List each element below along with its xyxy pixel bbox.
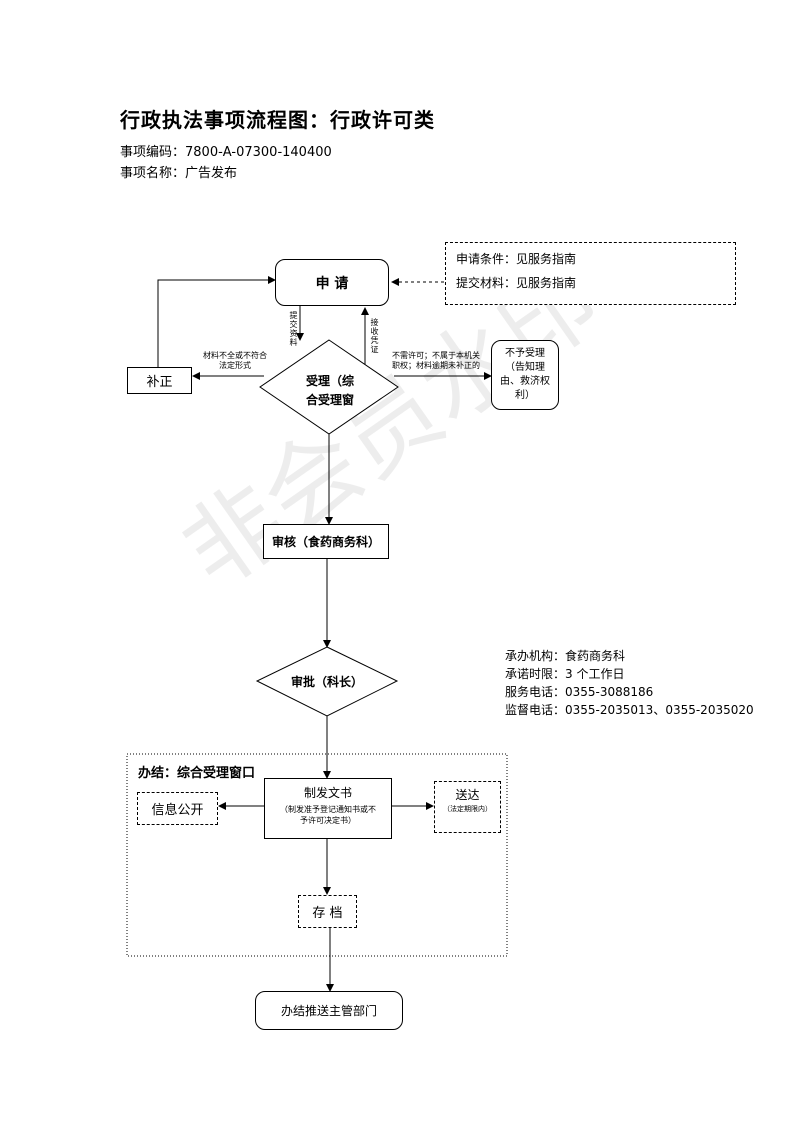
reject-note-line-2: 职权；材料逾期未补正的 bbox=[392, 361, 480, 370]
reject-note: 不需许可；不属于本机关 职权；材料逾期未补正的 bbox=[392, 351, 480, 371]
publicity-box: 信息公开 bbox=[137, 792, 218, 825]
finish-area-title: 办结：综合受理窗口 bbox=[138, 766, 256, 781]
supplement-note-line-2: 法定形式 bbox=[219, 361, 251, 370]
deliver-box: 送达 （法定期限内） bbox=[434, 781, 501, 833]
info-service-phone: 服务电话：0355-3088186 bbox=[505, 685, 654, 699]
conditions-line-1: 申请条件：见服务指南 bbox=[456, 252, 577, 266]
item-name-value: 广告发布 bbox=[185, 166, 238, 181]
archive-box: 存 档 bbox=[298, 895, 357, 928]
finish-area-border bbox=[126, 753, 508, 957]
reject-box: 不予受理（告知理由、救济权利） bbox=[491, 340, 559, 410]
apply-box: 申 请 bbox=[275, 259, 389, 306]
receive-voucher-label: 接收凭证 bbox=[370, 318, 379, 354]
conditions-line-2: 提交材料：见服务指南 bbox=[456, 276, 577, 290]
info-supervise-phone: 监督电话：0355-2035013、0355-2035020 bbox=[505, 703, 754, 717]
reject-note-line-1: 不需许可；不属于本机关 bbox=[392, 351, 480, 360]
page-title: 行政执法事项流程图：行政许可类 bbox=[120, 108, 435, 132]
supplement-note: 材料不全或不符合 法定形式 bbox=[198, 351, 272, 371]
approve-label: 审批（科长） bbox=[290, 675, 363, 689]
arrow-resubmit bbox=[157, 276, 276, 367]
info-org: 承办机构：食药商务科 bbox=[505, 649, 626, 663]
supplement-box: 补正 bbox=[127, 367, 192, 394]
accept-label: 受理（综 合受理窗 bbox=[285, 372, 375, 410]
deliver-title: 送达 bbox=[455, 788, 480, 802]
item-name-label: 事项名称： bbox=[120, 166, 186, 181]
item-code-value: 7800-A-07300-140400 bbox=[185, 145, 332, 160]
item-code-label: 事项编码： bbox=[120, 145, 186, 160]
push-box: 办结推送主管部门 bbox=[255, 991, 403, 1030]
issue-box: 制发文书 （制发准予登记通知书或不予许可决定书） bbox=[264, 778, 392, 839]
conditions-box: 申请条件：见服务指南 提交材料：见服务指南 bbox=[445, 242, 736, 305]
item-name: 事项名称：广告发布 bbox=[120, 162, 237, 181]
deliver-note: （法定期限内） bbox=[443, 805, 492, 813]
info-time-limit: 承诺时限：3 个工作日 bbox=[505, 667, 625, 681]
item-code: 事项编码：7800-A-07300-140400 bbox=[120, 141, 332, 160]
accept-label-line-1: 受理（综 bbox=[305, 374, 354, 388]
accept-label-line-2: 合受理窗 bbox=[305, 393, 354, 407]
supplement-note-line-1: 材料不全或不符合 bbox=[203, 351, 267, 360]
issue-note: （制发准予登记通知书或不予许可决定书） bbox=[280, 805, 376, 825]
issue-title: 制发文书 bbox=[303, 786, 352, 800]
review-box: 审核（食药商务科） bbox=[263, 524, 389, 559]
submit-materials-label: 提交资料 bbox=[289, 311, 298, 347]
